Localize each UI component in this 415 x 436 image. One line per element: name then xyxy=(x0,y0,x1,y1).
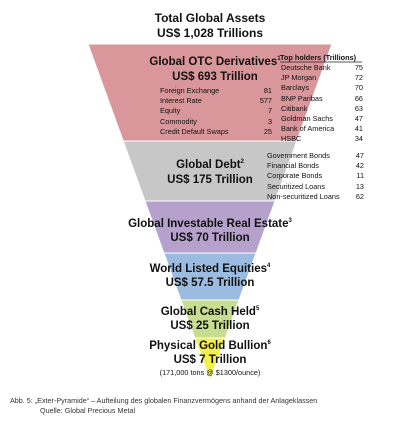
cash-value: US$ 25 Trillion xyxy=(170,320,250,332)
gold-note: (171,000 tons @ $1300/ounce) xyxy=(159,368,261,377)
page-title: Total Global Assets xyxy=(154,11,266,25)
otc-value: US$ 693 Trillion xyxy=(172,71,258,83)
realestate-title: Global Investable Real Estate3 xyxy=(128,218,292,230)
debt-value: US$ 175 Trillion xyxy=(167,174,253,186)
debt-title: Global Debt2 xyxy=(176,159,244,171)
figure-source: Quelle: Global Precious Metal xyxy=(40,406,136,415)
band-gold-bullion xyxy=(194,337,226,382)
holders-title: Top holders (Trillions) xyxy=(280,53,357,62)
equities-title: World Listed Equities4 xyxy=(149,263,271,275)
figure-caption: Abb. 5: „Exter-Pyramide“ – Aufteilung de… xyxy=(10,396,318,405)
realestate-value: US$ 70 Trillion xyxy=(170,232,250,244)
equities-value: US$ 57.5 Trillion xyxy=(165,277,255,289)
cash-title: Global Cash Held5 xyxy=(160,306,260,318)
otc-title: Global OTC Derivatives1 xyxy=(149,56,281,68)
gold-value: US$ 7 Trillion xyxy=(173,354,247,366)
page-subtitle: US$ 1,028 Trillions xyxy=(156,26,264,40)
gold-title: Physical Gold Bullion6 xyxy=(149,340,271,352)
